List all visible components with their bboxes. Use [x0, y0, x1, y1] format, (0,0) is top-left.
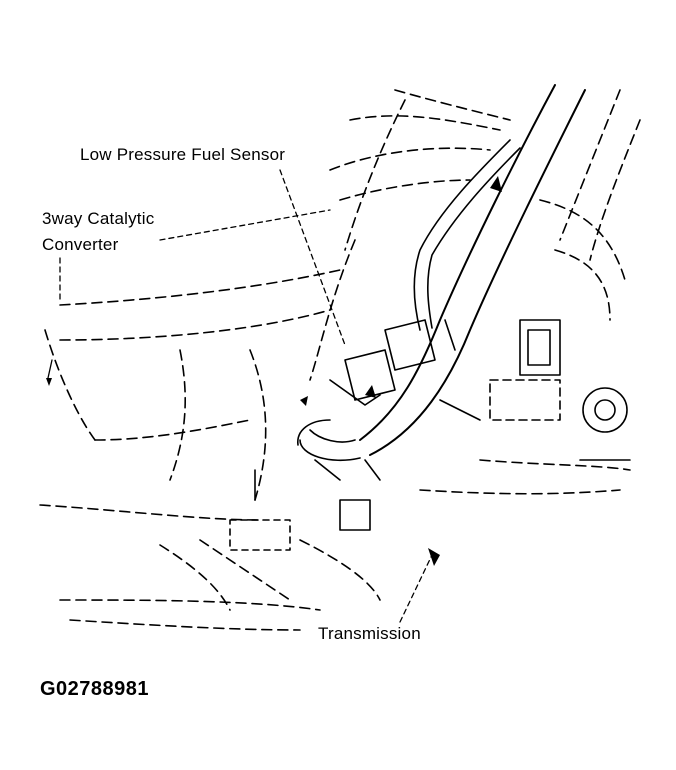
figure-id: G02788981	[40, 678, 150, 700]
exhaust-pipe	[298, 85, 585, 460]
components	[230, 320, 630, 550]
leader-fuel-sensor	[280, 170, 345, 345]
leader-catalytic	[160, 210, 330, 240]
transmission-label: Transmission	[318, 624, 421, 643]
arrowheads	[46, 176, 502, 566]
catalytic-converter-label-line1: 3way Catalytic	[42, 209, 155, 228]
low-pressure-fuel-sensor-label: Low Pressure Fuel Sensor	[80, 145, 286, 164]
catalytic-converter-label: 3way Catalytic Converter	[42, 206, 154, 258]
leader-lines	[48, 170, 432, 622]
leader-transmission	[400, 555, 432, 622]
body-panels	[40, 90, 640, 630]
catalytic-converter-label-line2: Converter	[42, 235, 119, 254]
